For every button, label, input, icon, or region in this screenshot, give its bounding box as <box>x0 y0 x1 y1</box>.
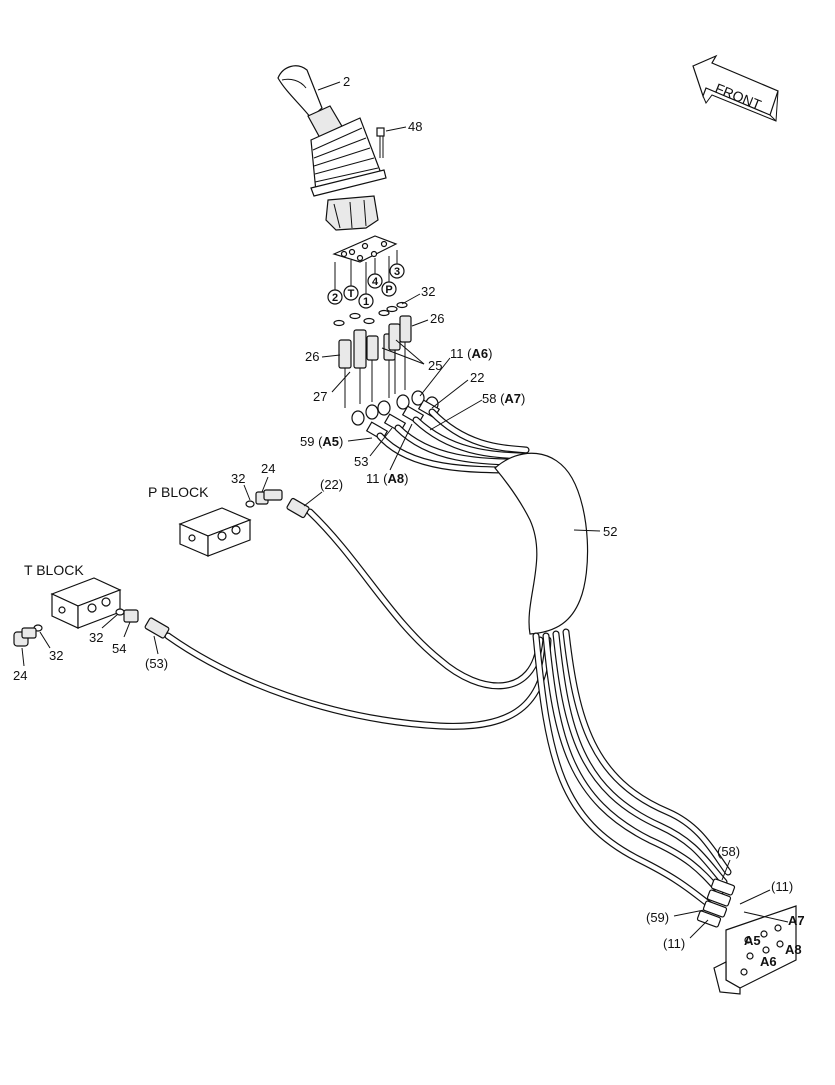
callout-24-p: 24 <box>261 461 275 476</box>
callout-32-p: 32 <box>231 471 245 486</box>
callout-32-t-right: 32 <box>89 630 103 645</box>
callout-32-t-left: 32 <box>49 648 63 663</box>
port-4: 4 <box>372 276 379 288</box>
adaptor-group <box>333 301 412 408</box>
hose-bundle-lower <box>532 628 732 909</box>
t-block-label: T BLOCK <box>24 562 84 578</box>
p-block-label: P BLOCK <box>148 484 209 500</box>
front-arrow: FRONT <box>692 54 779 122</box>
port-1: 1 <box>363 296 369 308</box>
p-block <box>178 489 310 557</box>
callout-53: 53 <box>354 454 368 469</box>
port-2: 2 <box>332 292 338 304</box>
callout-48: 48 <box>408 119 422 134</box>
callout-22: 22 <box>470 370 484 385</box>
callout-11-paren-top: (11) <box>771 879 793 894</box>
callout-58-a7: 58 (A7) <box>482 391 525 406</box>
callout-58-paren: (58) <box>717 844 740 859</box>
callout-26-left: 26 <box>305 349 319 364</box>
callout-11-paren-bottom: (11) <box>663 936 685 951</box>
callout-25: 25 <box>428 358 442 373</box>
callout-24-t: 24 <box>13 668 27 683</box>
callout-59-paren: (59) <box>646 910 669 925</box>
valve-plate <box>332 235 398 263</box>
port-t: T <box>348 288 355 300</box>
callout-32-top: 32 <box>421 284 435 299</box>
callout-11-a8: 11 (A8) <box>366 471 408 486</box>
mounting-bracket <box>713 905 797 995</box>
callout-26-right: 26 <box>430 311 444 326</box>
bracket-label-a6: A6 <box>760 954 777 969</box>
bracket-label-a7: A7 <box>788 913 805 928</box>
callout-59-a5: 59 (A5) <box>300 434 343 449</box>
callout-27: 27 <box>313 389 327 404</box>
callout-52: 52 <box>603 524 617 539</box>
port-markers: 2 T 1 4 P 3 <box>327 250 405 309</box>
bracket-label-a8: A8 <box>785 942 802 957</box>
t-block <box>13 577 170 647</box>
joystick-lever <box>277 65 387 231</box>
callout-2: 2 <box>343 74 350 89</box>
callout-53-paren: (53) <box>145 656 168 671</box>
port-p: P <box>385 284 392 296</box>
bracket-hose-ends <box>696 878 736 928</box>
pilot-hoses-to-blocks <box>164 508 552 730</box>
hose-sleeve-52 <box>494 452 589 635</box>
callout-22-paren: (22) <box>320 477 343 492</box>
callout-54: 54 <box>112 641 126 656</box>
bolt-48 <box>376 127 385 158</box>
bracket-label-a5: A5 <box>744 933 761 948</box>
callout-labels: 2 48 32 26 26 25 11 (A6) 27 22 58 (A7) 5… <box>13 74 805 969</box>
port-3: 3 <box>394 266 400 278</box>
leader-lines <box>21 81 789 939</box>
callout-11-a6: 11 (A6) <box>450 346 492 361</box>
